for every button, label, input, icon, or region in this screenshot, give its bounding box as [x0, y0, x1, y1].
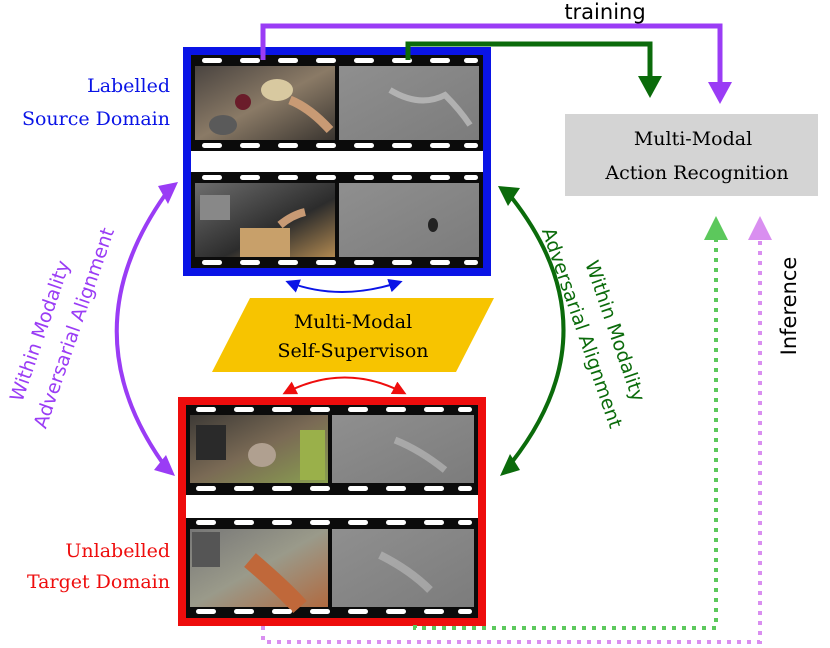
source-film-strip-bottom: [191, 172, 483, 268]
source-domain-label-line2: Source Domain: [22, 108, 170, 130]
source-film-strip-top: [191, 55, 483, 151]
training-flow-arrow: [405, 41, 653, 82]
source-flow-frame-1: [339, 66, 479, 140]
training-rgb-arrow: [260, 23, 723, 90]
source-domain-label-line1: Labelled: [87, 75, 170, 97]
selfsup-target-arrow: [282, 376, 407, 395]
action-recognition-box: Multi-Modal Action Recognition: [565, 114, 818, 196]
training-label: training: [564, 0, 645, 24]
target-domain-label-line1: Unlabelled: [65, 540, 170, 562]
target-domain-box: [178, 397, 486, 626]
right-adversarial-arc: [498, 186, 566, 476]
target-film-strip-bottom: [186, 518, 478, 618]
self-supervision-label-line1: Multi-Modal: [294, 311, 412, 333]
action-recognition-label-line1: Multi-Modal: [634, 128, 752, 150]
inference-arrows: [261, 216, 772, 644]
inference-label: Inference: [777, 257, 801, 356]
inference-flow-path: [413, 238, 718, 630]
action-recognition-label-line2: Action Recognition: [604, 162, 788, 184]
target-flow-frame-1: [332, 415, 474, 483]
training-arrows: [260, 23, 732, 104]
target-film-strip-top: [186, 405, 478, 495]
self-supervision-box: Multi-Modal Self-Supervison: [212, 298, 494, 372]
self-supervision-label-line2: Self-Supervison: [277, 340, 428, 362]
left-adversarial-arc: [114, 182, 178, 476]
selfsup-source-arrow: [285, 278, 403, 293]
target-domain-label-line2: Target Domain: [27, 571, 170, 593]
source-flow-frame-2: [339, 183, 479, 257]
source-domain-box: [183, 47, 491, 276]
